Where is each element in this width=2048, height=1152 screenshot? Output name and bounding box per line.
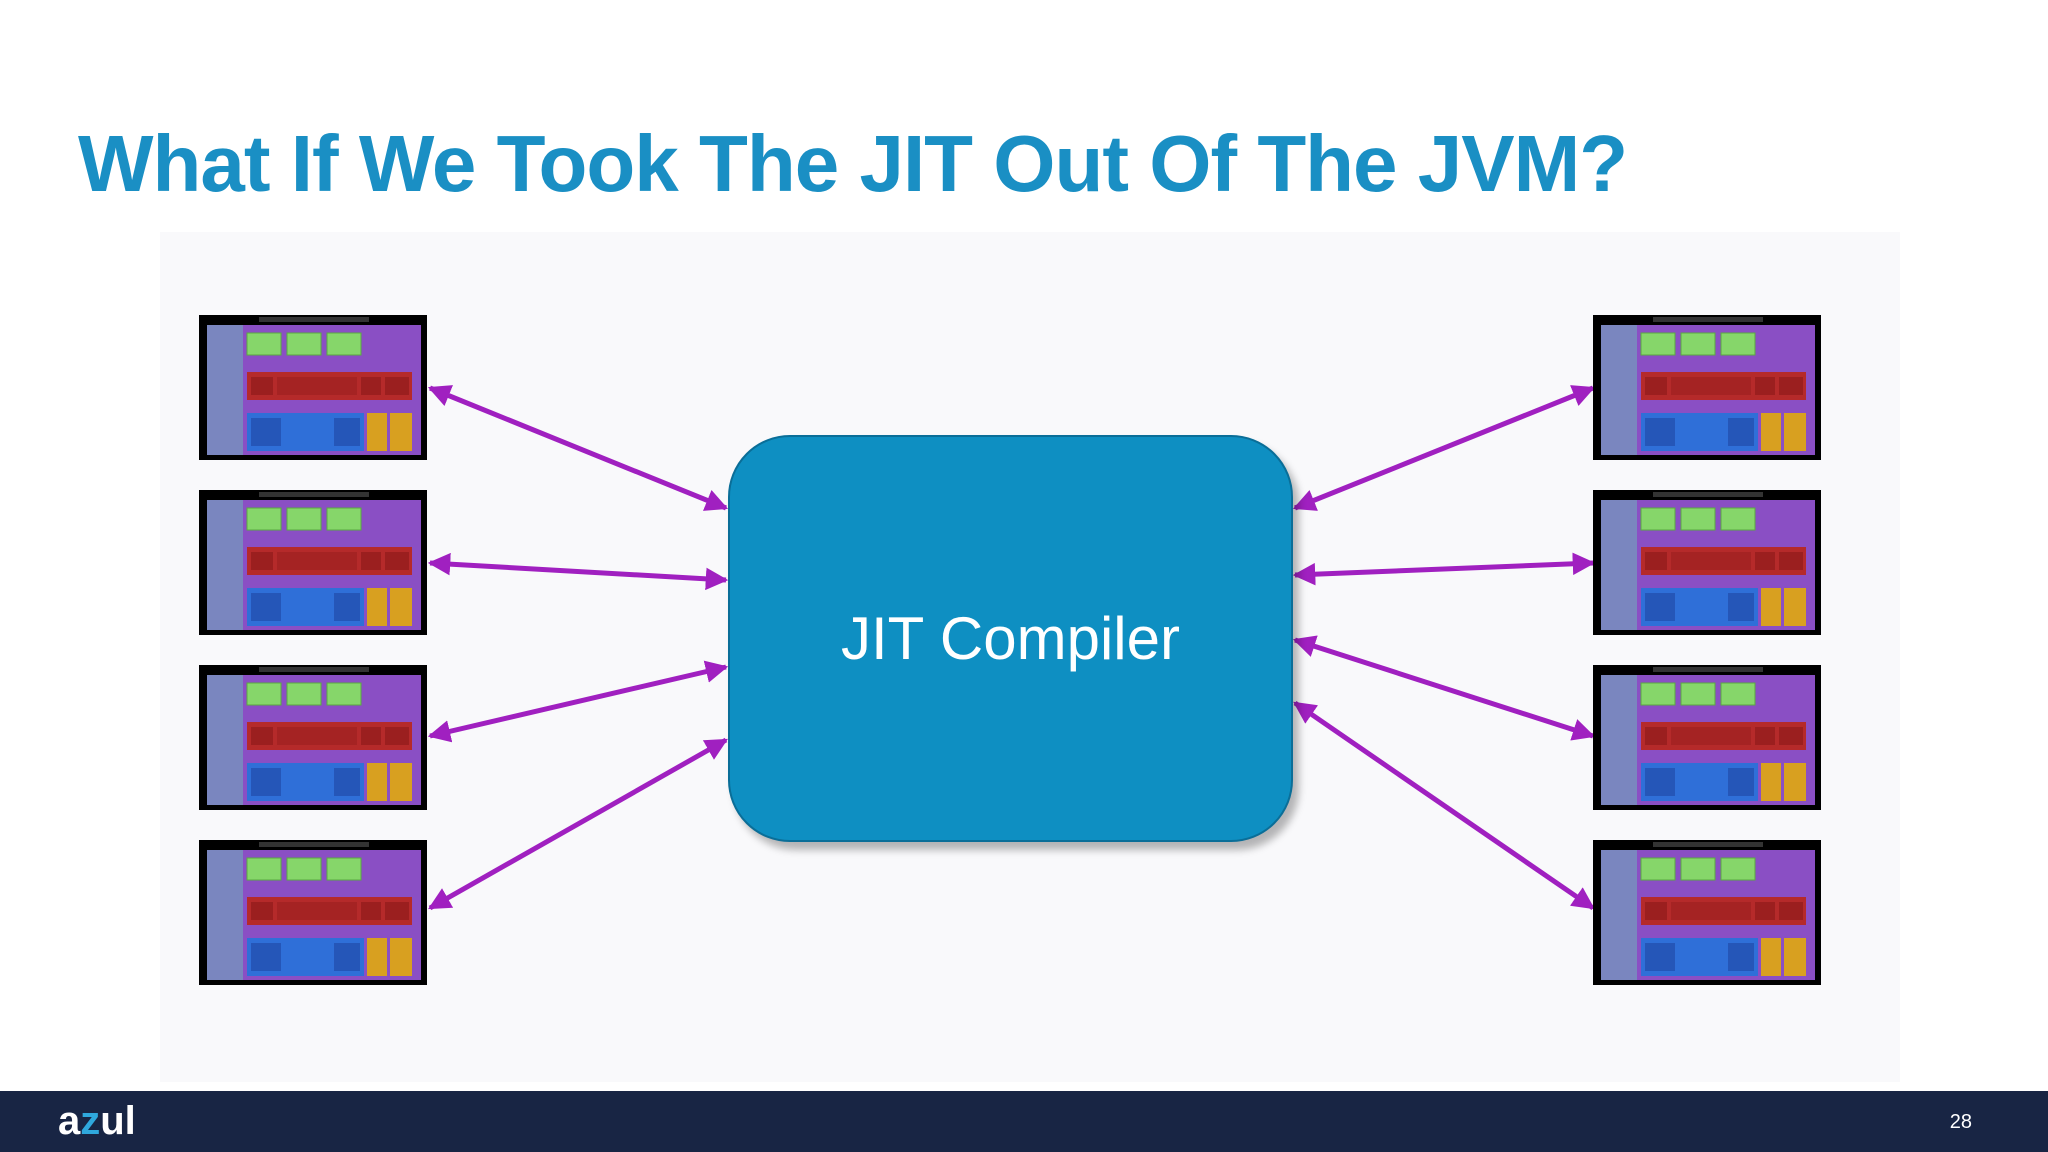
jvm-thumbnail-right-1 xyxy=(1593,315,1821,460)
logo-part-z: z xyxy=(80,1099,101,1143)
jvm-thumbnail-left-4 xyxy=(199,840,427,985)
logo-part-a: a xyxy=(58,1099,81,1143)
page-number: 28 xyxy=(1949,1111,1972,1133)
jvm-thumbnail-left-1 xyxy=(199,315,427,460)
jvm-thumbnail-right-3 xyxy=(1593,665,1821,810)
logo-part-ul: ul xyxy=(100,1099,136,1143)
azul-logo: azul xyxy=(58,1101,136,1141)
arrow-right-1 xyxy=(1292,385,1596,511)
jvm-thumbnail-right-4 xyxy=(1593,840,1821,985)
jvm-thumbnail-right-2 xyxy=(1593,490,1821,635)
arrow-right-2 xyxy=(1292,552,1596,586)
slide-title: What If We Took The JIT Out Of The JVM? xyxy=(78,119,1628,208)
jvm-thumbnail-left-3 xyxy=(199,665,427,810)
arrow-right-4 xyxy=(1293,700,1595,911)
arrow-left-2 xyxy=(427,552,729,591)
arrow-right-3 xyxy=(1292,635,1596,741)
arrow-left-3 xyxy=(427,660,729,743)
jit-compiler-label: JIT Compiler xyxy=(841,605,1180,672)
footer-bar: azul 28 xyxy=(0,1091,2048,1152)
arrow-left-1 xyxy=(427,385,729,511)
jvm-thumbnail-left-2 xyxy=(199,490,427,635)
arrow-left-4 xyxy=(428,737,728,911)
jit-compiler-box: JIT Compiler xyxy=(728,435,1293,842)
